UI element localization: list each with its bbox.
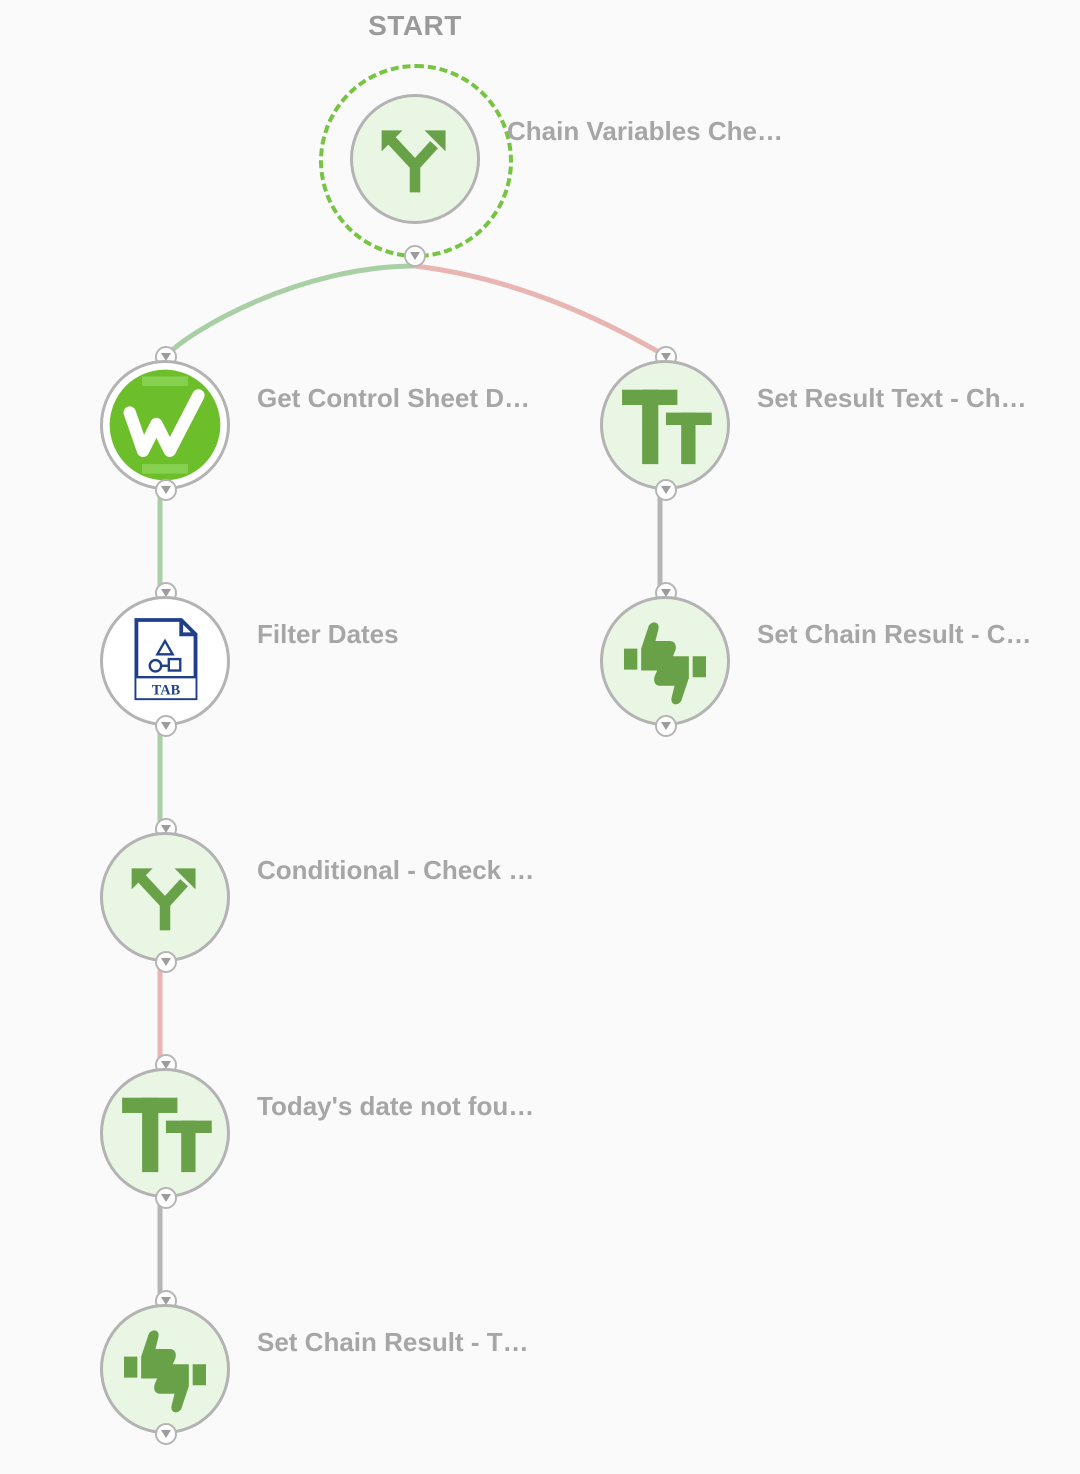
tab-icon-text: TAB [152, 682, 181, 698]
node-get-control-sheet[interactable] [100, 360, 230, 490]
output-port[interactable] [155, 951, 177, 973]
node-label-set-result-text: Set Result Text - Ch… [757, 383, 1027, 413]
output-port[interactable] [404, 245, 426, 267]
thumbs-up-down-icon [623, 622, 707, 705]
output-port[interactable] [655, 479, 677, 501]
node-label-todays-date: Today's date not fou… [257, 1091, 535, 1121]
edge-start-to-set-result-text [414, 263, 668, 359]
output-port[interactable] [155, 479, 177, 501]
node-label-filter-dates: Filter Dates [257, 619, 399, 649]
thumbs-up-down-icon [123, 1330, 207, 1413]
node-set-result-text[interactable] [600, 360, 730, 490]
node-label-chain-variables: Chain Variables Che… [507, 116, 783, 146]
output-port[interactable] [155, 1423, 177, 1445]
edge-start-to-get-control-sheet [164, 263, 416, 358]
text-icon [622, 389, 712, 465]
output-port[interactable] [655, 715, 677, 737]
workiva-logo-icon [109, 369, 221, 481]
start-label: START [368, 10, 462, 41]
node-label-set-chain-result-left: Set Chain Result - T… [257, 1327, 529, 1357]
node-chain-variables[interactable] [350, 94, 480, 224]
tab-file-icon: TAB [134, 618, 198, 701]
branch-icon [131, 868, 196, 931]
text-icon [122, 1097, 212, 1173]
node-todays-date[interactable] [100, 1068, 230, 1198]
node-set-chain-result-right[interactable] [600, 596, 730, 726]
node-label-get-control-sheet: Get Control Sheet D… [257, 383, 531, 413]
node-filter-dates[interactable]: TAB [100, 596, 230, 726]
output-port[interactable] [155, 715, 177, 737]
branch-icon [381, 130, 446, 193]
node-label-set-chain-result-right: Set Chain Result - C… [757, 619, 1032, 649]
node-label-conditional-check: Conditional - Check … [257, 855, 535, 885]
output-port[interactable] [155, 1187, 177, 1209]
node-set-chain-result-left[interactable] [100, 1304, 230, 1434]
node-conditional-check[interactable] [100, 832, 230, 962]
